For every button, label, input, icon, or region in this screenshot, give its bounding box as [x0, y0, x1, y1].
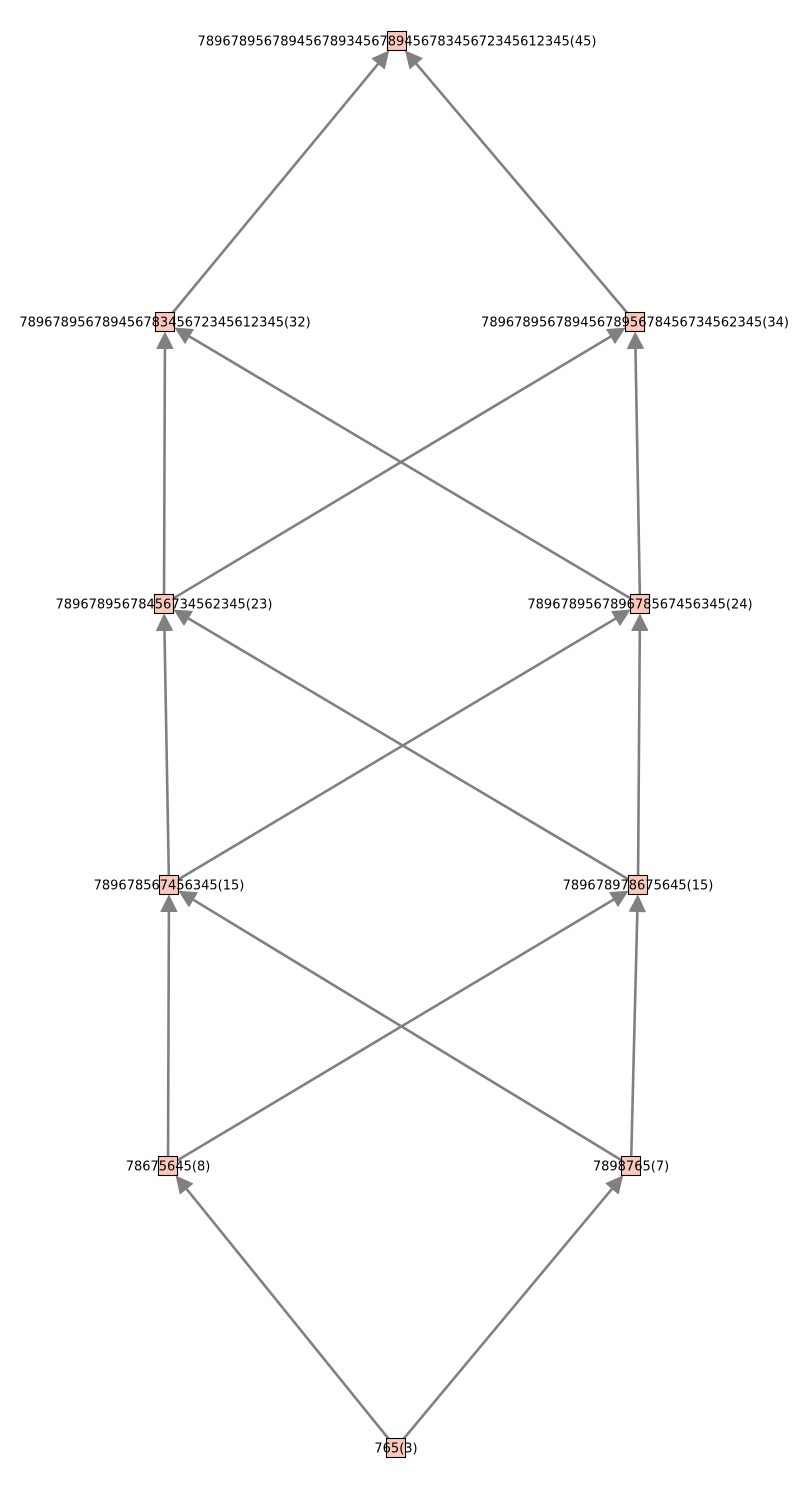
node-box — [385, 1437, 407, 1459]
node-label: 7898765(7) — [593, 1160, 669, 1175]
edge-n3-n5 — [163, 627, 171, 877]
edge-n2-n3 — [190, 897, 623, 1162]
arrowhead-n5-n8 — [606, 327, 626, 344]
edges-layer — [155, 50, 649, 1440]
edge-n7-n9 — [171, 60, 381, 314]
node-box — [620, 1155, 642, 1177]
arrowhead-n7-n9 — [371, 50, 390, 70]
arrowhead-n4-n5 — [173, 609, 193, 626]
arrowhead-n2-n3 — [178, 890, 198, 907]
edge-n5-n8 — [172, 334, 614, 600]
node-box — [153, 593, 175, 615]
node-n4: 789678978675645(15) — [563, 874, 714, 896]
node-label: 7896789567894567895678456734562345(34) — [481, 316, 789, 331]
arrowhead-n3-n6 — [611, 609, 631, 626]
node-n2: 7898765(7) — [593, 1155, 669, 1177]
node-box — [158, 874, 180, 896]
arrowhead-n6-n8 — [626, 332, 644, 350]
arrowhead-n0-n1 — [175, 1175, 194, 1195]
edge-n1-n4 — [176, 897, 617, 1162]
arrowhead-n4-n6 — [631, 614, 649, 632]
edge-n4-n6 — [636, 627, 642, 877]
node-n7: 78967895678945678345672345612345(32) — [19, 311, 311, 333]
edge-n6-n8 — [634, 345, 642, 596]
node-label: 789678978675645(15) — [563, 879, 714, 894]
node-box — [627, 874, 649, 896]
arrowhead-n3-n5 — [155, 614, 173, 632]
node-n8: 7896789567894567895678456734562345(34) — [481, 311, 789, 333]
node-n6: 789678956789678567456345(24) — [527, 593, 753, 615]
edge-n6-n7 — [186, 333, 632, 600]
arrowhead-n2-n4 — [628, 895, 646, 913]
edge-n0-n1 — [183, 1185, 390, 1440]
edge-n0-n2 — [402, 1185, 615, 1440]
node-box — [629, 593, 651, 615]
node-box — [624, 311, 646, 333]
arrowhead-n0-n2 — [605, 1175, 623, 1195]
node-box — [154, 311, 176, 333]
arrowhead-n8-n9 — [405, 50, 423, 70]
node-label: 78967895678456734562345(23) — [56, 598, 273, 613]
node-n1: 78675645(8) — [126, 1155, 211, 1177]
node-label: 7896789567894567893456789456783456723456… — [198, 35, 597, 50]
node-n9: 7896789567894567893456789456783456723456… — [198, 30, 597, 52]
edge-n2-n4 — [629, 908, 639, 1158]
node-label: 789678956789678567456345(24) — [527, 598, 752, 613]
node-box — [157, 1155, 179, 1177]
node-box — [386, 30, 408, 52]
node-label: 789678567456345(15) — [94, 879, 245, 894]
edge-n1-n3 — [166, 908, 171, 1158]
edge-n5-n7 — [162, 345, 167, 596]
arrowhead-n1-n3 — [160, 895, 178, 913]
edge-n4-n5 — [185, 615, 630, 881]
edge-n8-n9 — [413, 60, 629, 314]
node-n3: 789678567456345(15) — [94, 874, 245, 896]
edge-n3-n6 — [177, 616, 619, 881]
node-label: 765(3) — [374, 1442, 417, 1457]
node-n0: 765(3) — [374, 1437, 418, 1459]
nodes-layer: 765(3) 78675645(8) 7898765(7) 7896785674563… — [19, 30, 789, 1459]
node-n5: 78967895678456734562345(23) — [56, 593, 273, 615]
arrowhead-n5-n7 — [156, 332, 174, 350]
arrowhead-n6-n7 — [174, 327, 194, 344]
arrowhead-n1-n4 — [609, 890, 629, 907]
node-label: 78967895678945678345672345612345(32) — [19, 316, 310, 331]
node-label: 78675645(8) — [126, 1160, 211, 1175]
